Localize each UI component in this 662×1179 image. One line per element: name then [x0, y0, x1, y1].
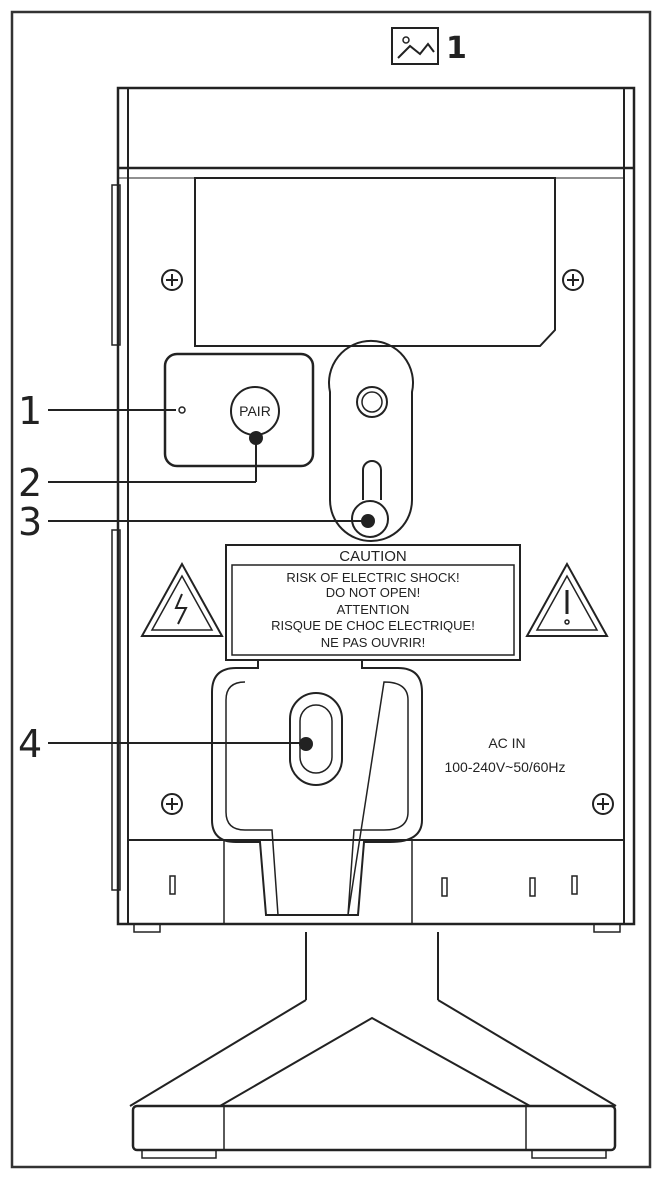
power-input-label: AC IN [488, 735, 525, 751]
label-plate [194, 177, 556, 347]
screw-icon [161, 793, 183, 815]
exclamation-warning-icon [525, 561, 609, 637]
callout-number: 4 [18, 722, 42, 766]
power-inlet-recess [211, 660, 423, 916]
device-stand [129, 932, 617, 1159]
figure-frame [10, 10, 652, 1169]
caution-line: NE PAS OUVRIR! [321, 635, 426, 650]
callout-number: 1 [18, 389, 42, 433]
callout-number: 3 [18, 500, 42, 544]
figure-image-icon [391, 27, 439, 65]
device-housing [111, 86, 636, 933]
screw-icon [161, 269, 183, 291]
electric-shock-warning-icon [140, 561, 224, 637]
wall-mount-keyhole [328, 339, 414, 542]
screw-icon [562, 269, 584, 291]
mounting-hole [351, 500, 389, 538]
figure-number: 1 [446, 31, 467, 66]
screw-icon [592, 793, 614, 815]
caution-line: RISQUE DE CHOC ELECTRIQUE! [271, 618, 475, 633]
pair-button-label: PAIR [239, 403, 271, 419]
caution-label [225, 544, 521, 661]
caution-line: ATTENTION [337, 602, 410, 617]
status-led [178, 406, 186, 414]
ventilation-band [128, 839, 624, 924]
caution-line: DO NOT OPEN! [326, 585, 420, 600]
caution-title: CAUTION [339, 548, 407, 565]
caution-line: RISK OF ELECTRIC SHOCK! [286, 570, 459, 585]
power-input-spec: 100-240V~50/60Hz [444, 759, 565, 775]
callout-leaders [48, 409, 368, 744]
callout-number: 2 [18, 461, 42, 505]
